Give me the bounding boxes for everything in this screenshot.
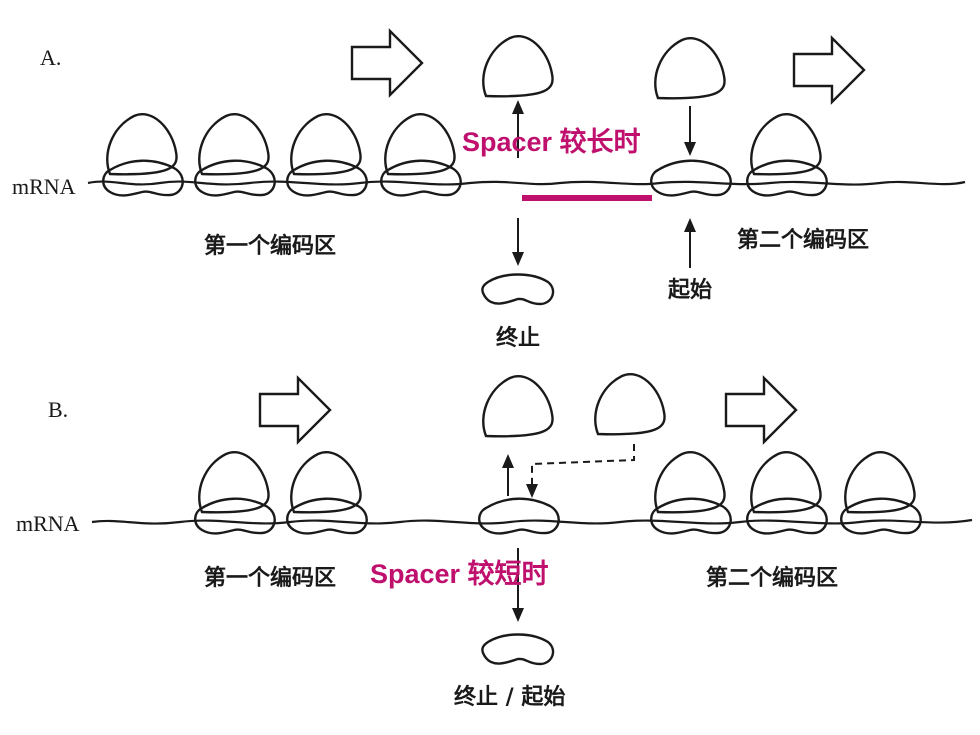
mrna-strand-b <box>91 518 973 525</box>
dashed-rejoin-path <box>531 444 635 490</box>
direction-arrow <box>792 36 866 104</box>
stop-start-label: 终止 / 起始 <box>454 684 565 710</box>
free-large-subunit <box>482 375 554 438</box>
mrna-label-a: mRNA <box>12 174 76 199</box>
panel-a: A. mRNA <box>12 29 966 351</box>
panel-a-letter: A. <box>40 45 61 70</box>
free-small-subunit <box>481 273 555 306</box>
free-large-subunit <box>654 37 726 100</box>
mrna-strand-a <box>87 180 966 186</box>
arrow-head <box>684 218 696 232</box>
start-label: 起始 <box>667 277 712 303</box>
arrow-head <box>502 454 514 468</box>
small-subunit-start <box>650 159 732 197</box>
small-subunit-junction <box>478 497 560 535</box>
second-coding-region-a: 第二个编码区 <box>737 227 869 253</box>
stop-label: 终止 <box>496 325 540 351</box>
mrna-label-b: mRNA <box>16 511 80 536</box>
direction-arrow <box>258 376 332 444</box>
arrow-head <box>526 484 538 498</box>
arrow-head <box>684 142 696 156</box>
arrow-head <box>512 608 524 622</box>
free-large-subunit <box>594 373 666 436</box>
spacer-label-b: Spacer 较短时 <box>370 558 549 589</box>
direction-arrow <box>724 376 798 444</box>
spacer-label-a: Spacer 较长时 <box>462 126 641 157</box>
second-coding-region-b: 第二个编码区 <box>706 565 838 591</box>
panel-b-letter: B. <box>48 397 68 422</box>
arrow-head <box>512 100 524 114</box>
panel-b: B. mRNA <box>16 373 973 710</box>
direction-arrow <box>350 29 424 97</box>
first-coding-region-a: 第一个编码区 <box>204 233 336 259</box>
arrow-head <box>512 252 524 266</box>
free-small-subunit <box>481 633 555 666</box>
free-large-subunit <box>482 35 554 98</box>
first-coding-region-b: 第一个编码区 <box>204 565 336 591</box>
